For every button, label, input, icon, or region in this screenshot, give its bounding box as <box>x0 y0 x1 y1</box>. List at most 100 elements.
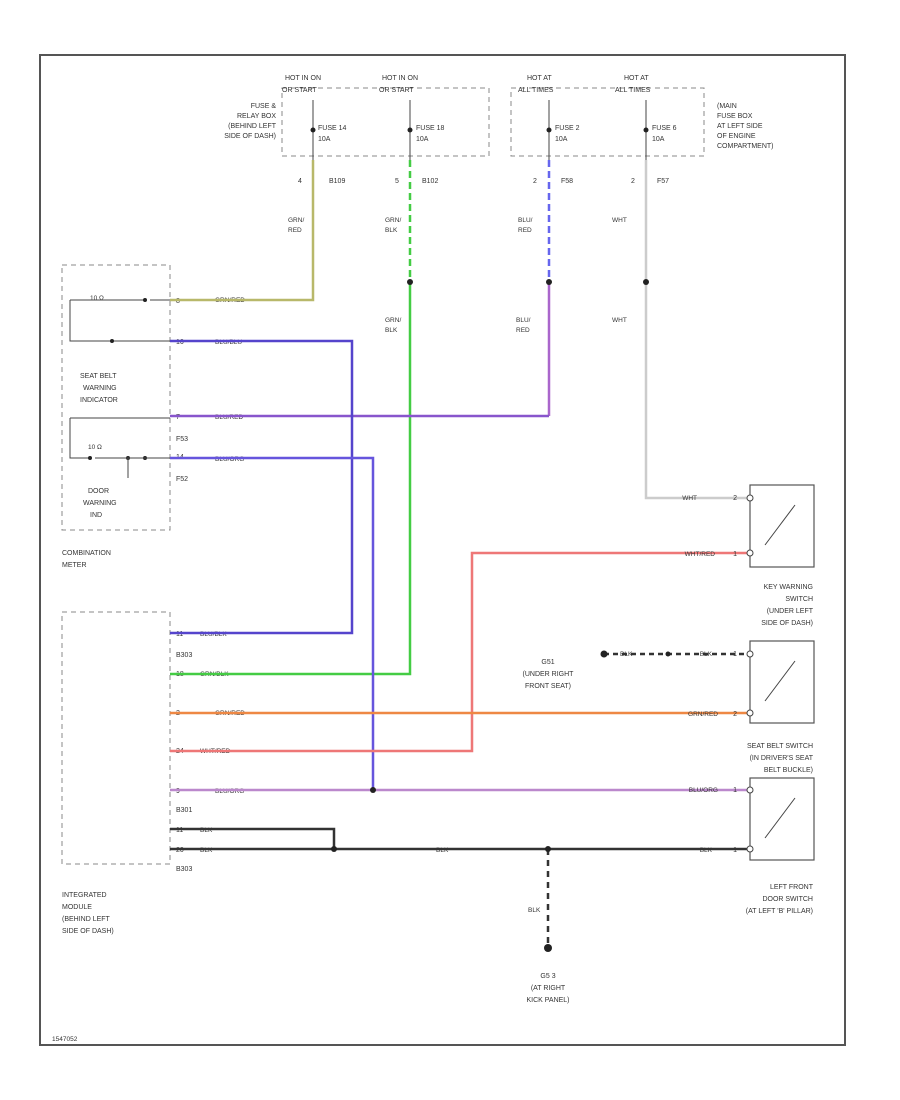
meter-door-line: DOOR <box>88 488 109 495</box>
power-headers: HOT IN ON OR START HOT IN ON OR START HO… <box>282 75 651 94</box>
combination-meter-box <box>61 264 171 531</box>
switch-pin: 1 <box>733 847 737 854</box>
connector-label: B102 <box>422 178 438 185</box>
ground-g53-symbol <box>544 944 552 952</box>
fuse-14-label: FUSE 14 <box>318 125 347 132</box>
module-wire-label: BLU/ORG <box>215 788 244 795</box>
power-hot-3: HOT AT <box>527 75 552 82</box>
wire-label: GRN/ <box>288 217 304 224</box>
meter-wire-label: BLU/BLU <box>215 339 242 346</box>
key-switch-name: SIDE OF DASH) <box>761 620 813 627</box>
meter-name-line: COMBINATION <box>62 550 111 557</box>
fuse-6-label: FUSE 6 <box>652 125 677 132</box>
pin-label: 2 <box>533 178 537 185</box>
module-wire-label: BLK <box>200 847 213 854</box>
seat-switch-name: (IN DRIVER'S SEAT <box>750 755 814 762</box>
pin-label: 4 <box>298 178 302 185</box>
fuse-14-terminal <box>310 127 316 133</box>
wire-grn-blk-lower <box>170 282 412 676</box>
diagram-id: 1547052 <box>52 1036 78 1043</box>
fuse-box-left-line: SIDE OF DASH) <box>224 133 276 140</box>
connector-label: F57 <box>657 178 669 185</box>
integrated-module-box <box>61 611 171 865</box>
pin-label: 5 <box>395 178 399 185</box>
fuse-14-amp: 10A <box>318 136 331 143</box>
meter-seat-belt-line: INDICATOR <box>80 397 118 404</box>
wire-blu-org-vertical <box>170 456 375 790</box>
module-name-line: SIDE OF DASH) <box>62 928 114 935</box>
power-mode-2: OR START <box>379 87 414 94</box>
module-wire-label: BLK <box>200 827 213 834</box>
meter-door-line: WARNING <box>83 500 117 507</box>
wire-label: GRN/ <box>385 217 401 224</box>
power-mode-4: ALL TIMES <box>615 87 651 94</box>
fuse-relay-box <box>281 87 490 157</box>
module-pin: 11 <box>176 827 183 834</box>
meter-wire-label: BLU/ORG <box>215 456 244 463</box>
fuse-box-left-line: RELAY BOX <box>237 113 276 120</box>
module-pin: 20 <box>176 847 184 854</box>
wire-label: BLU/ <box>516 317 531 324</box>
combination-meter-text: SEAT BELT WARNING INDICATOR DOOR WARNING… <box>62 295 245 569</box>
connector-label: B109 <box>329 178 345 185</box>
ground-g53-label: KICK PANEL) <box>526 997 569 1004</box>
left-front-door-switch <box>749 777 815 861</box>
fuse-box-left-line: (BEHIND LEFT <box>228 123 277 130</box>
wire-label: RED <box>518 227 532 234</box>
seat-belt-switch <box>749 640 815 724</box>
wire-label: GRN/ <box>385 317 401 324</box>
switch-pin: 1 <box>733 651 737 658</box>
fuse-6-terminal <box>643 127 649 133</box>
fuse-18-terminal <box>407 127 413 133</box>
power-hot-2: HOT IN ON <box>382 75 418 82</box>
meter-pin: 16 <box>176 339 184 346</box>
integrated-module-text: INTEGRATED MODULE (BEHIND LEFT SIDE OF D… <box>62 631 245 935</box>
fuse-box-left-label: FUSE & RELAY BOX (BEHIND LEFT SIDE OF DA… <box>224 103 276 140</box>
module-pin: 11 <box>176 631 183 638</box>
seat-switch-contact <box>764 660 796 702</box>
door-switch-name: LEFT FRONT <box>770 884 814 891</box>
key-warning-switch <box>749 484 815 568</box>
seat-switch-text: 1 2 BLK GRN/RED BLK G51 (UNDER RIGHT FRO… <box>523 651 814 774</box>
door-switch-name: DOOR SWITCH <box>762 896 813 903</box>
fuse-6-amp: 10A <box>652 136 665 143</box>
meter-pin: 7 <box>176 414 180 421</box>
switch-wire-label: BLK <box>700 847 713 854</box>
fuse-2-terminal <box>546 127 552 133</box>
fuse-18-amp: 10A <box>416 136 429 143</box>
meter-seat-belt-line: SEAT BELT <box>80 373 117 380</box>
module-name-line: MODULE <box>62 904 92 911</box>
switch-wire-label: WHT <box>682 495 697 502</box>
meter-wire-label: BLU/RED <box>215 414 243 421</box>
module-name-line: (BEHIND LEFT <box>62 916 111 923</box>
fuse-box-left-line: FUSE & <box>251 103 277 110</box>
fuse-2-label: FUSE 2 <box>555 125 580 132</box>
wire-label: WHT <box>612 317 627 324</box>
fuse-pin-labels: 4 B109 5 B102 2 F58 2 F57 <box>298 178 669 185</box>
switch-pin: 1 <box>733 551 737 558</box>
switch-wire-label: BLK <box>700 651 713 658</box>
meter-name-line: METER <box>62 562 87 569</box>
seat-switch-name: SEAT BELT SWITCH <box>747 743 813 750</box>
wire-blu-blk <box>170 339 354 635</box>
ground-g51-label: G51 <box>541 659 554 666</box>
fuse-box-right-line: OF ENGINE <box>717 133 756 140</box>
ground-g51-label: FRONT SEAT) <box>525 683 571 690</box>
pin-label: 2 <box>631 178 635 185</box>
fuse-18-label: FUSE 18 <box>416 125 445 132</box>
key-switch-text: 2 1 WHT WHT/RED KEY WARNING SWITCH (UNDE… <box>682 495 814 627</box>
diagram-frame <box>39 54 846 1046</box>
wire-label: RED <box>516 327 530 334</box>
switch-wire-label: WHT/RED <box>685 551 716 558</box>
wire-label: BLK <box>385 227 398 234</box>
ground-g51-label: (UNDER RIGHT <box>523 671 575 678</box>
switch-pin: 1 <box>733 787 737 794</box>
ground-g51-symbol <box>600 650 608 658</box>
meter-connector: F53 <box>176 436 188 443</box>
wire-wht-red <box>170 551 750 753</box>
fuse-box-right-line: (MAIN <box>717 103 737 110</box>
wire-labels: GRN/ RED GRN/ BLK BLU/ RED WHT GRN/ BLK … <box>288 217 627 914</box>
module-pin: 9 <box>176 788 180 795</box>
wire-label: BLK <box>385 327 398 334</box>
